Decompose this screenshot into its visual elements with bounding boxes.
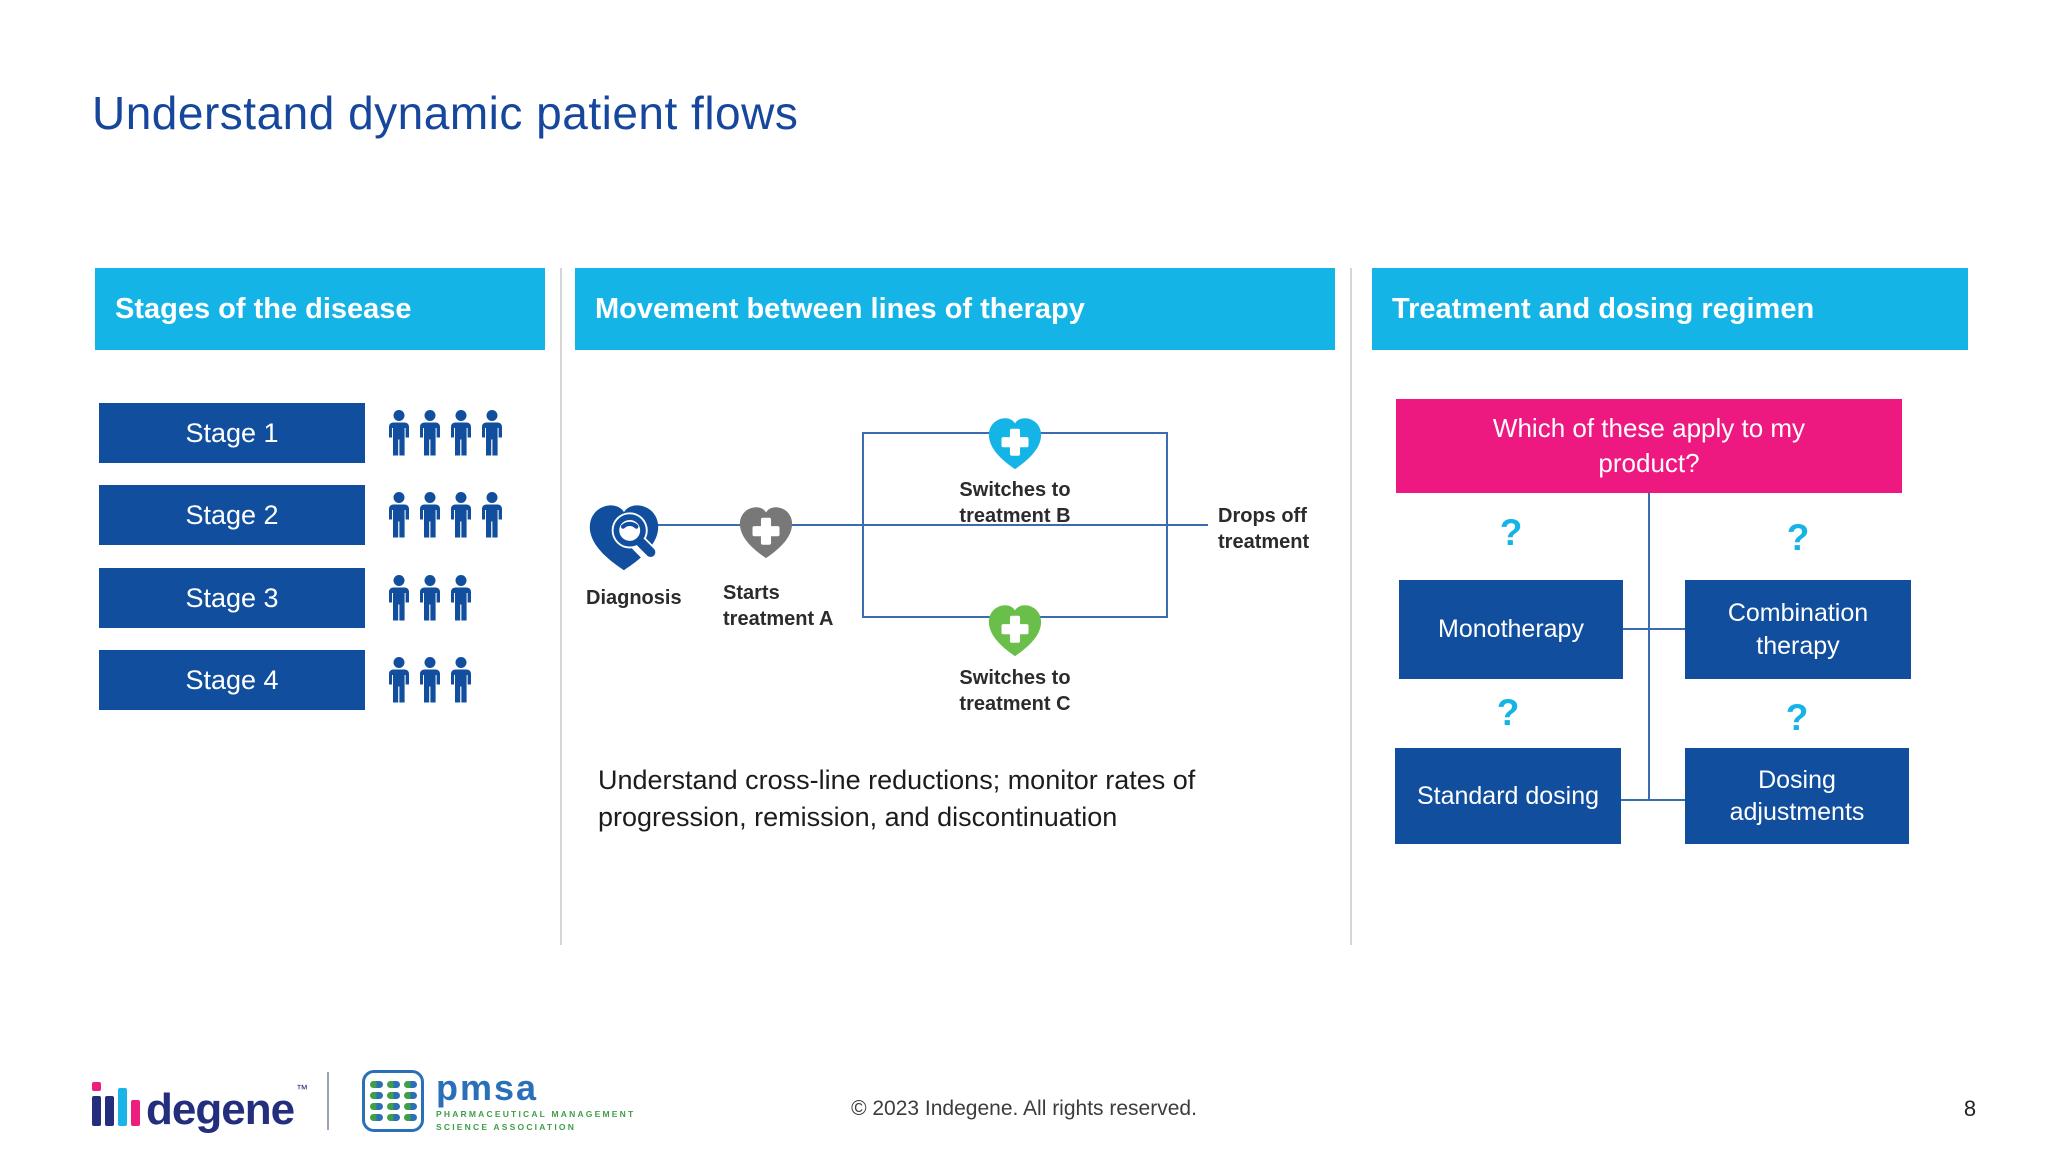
person-icon bbox=[420, 492, 440, 538]
column-header-stages: Stages of the disease bbox=[95, 268, 545, 350]
question-mark: ? bbox=[1785, 697, 1809, 738]
indegene-wordmark: degene bbox=[146, 1085, 295, 1134]
stage-row: Stage 3 bbox=[99, 568, 473, 628]
treatment-b-heart-cross-icon bbox=[988, 418, 1042, 470]
person-icon bbox=[420, 657, 440, 703]
pmsa-logo: pmsa PHARMACEUTICAL MANAGEMENT SCIENCE A… bbox=[362, 1070, 635, 1132]
stage-row: Stage 2 bbox=[99, 485, 504, 545]
column-divider bbox=[560, 268, 562, 945]
pmsa-text-block: pmsa PHARMACEUTICAL MANAGEMENT SCIENCE A… bbox=[436, 1067, 636, 1133]
person-icon bbox=[451, 492, 471, 538]
question-mark: ? bbox=[1786, 517, 1810, 558]
question-mark: ? bbox=[1499, 512, 1523, 553]
treatment-a-heart-cross-icon bbox=[739, 507, 793, 559]
stage-row: Stage 1 bbox=[99, 403, 504, 463]
column-divider bbox=[1350, 268, 1352, 945]
person-icon bbox=[482, 410, 502, 456]
drops-off-treatment-label: Drops off treatment bbox=[1218, 505, 1310, 553]
stage-3-people-icons bbox=[387, 575, 473, 621]
connector-line bbox=[1621, 799, 1685, 801]
stage-1-people-icons bbox=[387, 410, 504, 456]
stage-2-box: Stage 2 bbox=[99, 485, 365, 545]
slide-title: Understand dynamic patient flows bbox=[92, 87, 799, 139]
page-number: 8 bbox=[1963, 1096, 1977, 1121]
person-icon bbox=[451, 575, 471, 621]
logo-bar-cyan bbox=[118, 1088, 127, 1126]
option-combination-therapy: Combination therapy bbox=[1685, 580, 1911, 679]
stage-1-box: Stage 1 bbox=[99, 403, 365, 463]
movement-caption-line1: Understand cross-line reductions; monito… bbox=[598, 765, 1196, 795]
pmsa-pill-grid-icon bbox=[362, 1070, 424, 1132]
switches-treatment-c-label: Switches to treatment C bbox=[959, 667, 1071, 715]
column-header-movement: Movement between lines of therapy bbox=[575, 268, 1335, 350]
person-icon bbox=[451, 657, 471, 703]
pmsa-subtitle-line1: PHARMACEUTICAL MANAGEMENT bbox=[436, 1109, 636, 1119]
diagnosis-label: Diagnosis bbox=[586, 587, 682, 609]
option-standard-dosing: Standard dosing bbox=[1395, 748, 1621, 844]
switches-treatment-b-label: Switches to treatment B bbox=[959, 479, 1071, 527]
footer-divider bbox=[327, 1072, 329, 1130]
diagnosis-heart-magnifier-icon bbox=[589, 505, 661, 571]
logo-bar-navy bbox=[105, 1096, 114, 1126]
indegene-logo: degene ™ bbox=[92, 1082, 309, 1134]
starts-treatment-a-label: Starts treatment A bbox=[723, 582, 834, 630]
treatment-c-heart-cross-icon bbox=[988, 605, 1042, 657]
logo-letter-i bbox=[92, 1082, 101, 1126]
copyright-text: © 2023 Indegene. All rights reserved. bbox=[851, 1097, 1197, 1120]
pmsa-name: pmsa bbox=[436, 1067, 539, 1108]
person-icon bbox=[389, 657, 409, 703]
movement-caption-line2: progression, remission, and discontinuat… bbox=[598, 802, 1118, 832]
question-mark: ? bbox=[1496, 692, 1520, 733]
stage-3-box: Stage 3 bbox=[99, 568, 365, 628]
stage-2-people-icons bbox=[387, 492, 504, 538]
flow-line bbox=[645, 524, 1208, 526]
person-icon bbox=[420, 575, 440, 621]
person-icon bbox=[389, 492, 409, 538]
person-icon bbox=[451, 410, 471, 456]
column-header-treatment: Treatment and dosing regimen bbox=[1372, 268, 1968, 350]
person-icon bbox=[389, 575, 409, 621]
person-icon bbox=[482, 492, 502, 538]
trademark-symbol: ™ bbox=[296, 1082, 309, 1096]
pmsa-subtitle-line2: SCIENCE ASSOCIATION bbox=[436, 1122, 577, 1132]
person-icon bbox=[420, 410, 440, 456]
logo-i-dot bbox=[92, 1082, 101, 1091]
connector-line bbox=[1623, 628, 1685, 630]
stage-row: Stage 4 bbox=[99, 650, 473, 710]
product-question-box: Which of these apply to my product? bbox=[1396, 399, 1902, 493]
stage-4-box: Stage 4 bbox=[99, 650, 365, 710]
connector-line bbox=[1648, 493, 1650, 801]
person-icon bbox=[389, 410, 409, 456]
logo-bar-pink bbox=[131, 1100, 140, 1126]
stage-4-people-icons bbox=[387, 657, 473, 703]
option-dosing-adjustments: Dosing adjustments bbox=[1685, 748, 1909, 844]
option-monotherapy: Monotherapy bbox=[1399, 580, 1623, 679]
